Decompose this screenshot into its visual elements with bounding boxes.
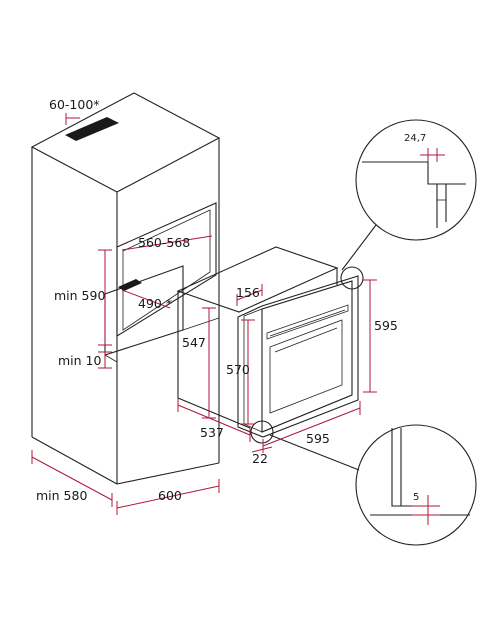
label-vent-gap: 60-100*: [49, 97, 100, 112]
vent-slot: [65, 117, 119, 141]
tall-cabinet: [30, 92, 221, 485]
label-oven-front-height: 570: [226, 362, 250, 377]
label-oven-top-depth: 156: [236, 285, 260, 300]
label-niche-height: min 590: [54, 288, 105, 303]
label-detail-bottom: 5: [413, 492, 419, 503]
label-oven-depth: 537: [200, 425, 224, 440]
label-niche-width: 560-568: [138, 235, 190, 250]
label-oven-body-height: 547: [182, 335, 206, 350]
label-detail-top: 24,7: [404, 133, 426, 144]
label-plinth-gap: min 10: [58, 353, 101, 368]
dimension-lines: [31, 113, 377, 515]
label-oven-total-height: 595: [374, 318, 398, 333]
label-oven-width: 595: [306, 431, 330, 446]
label-cabinet-depth: min 580: [36, 488, 87, 503]
detail-bottom: [250, 420, 477, 546]
label-shelf-depth: 490 *: [138, 296, 172, 311]
label-door-offset: 22: [252, 451, 268, 466]
shelf-opening: [118, 279, 142, 291]
detail-top: [340, 119, 477, 290]
label-cabinet-width: 600: [158, 488, 182, 503]
